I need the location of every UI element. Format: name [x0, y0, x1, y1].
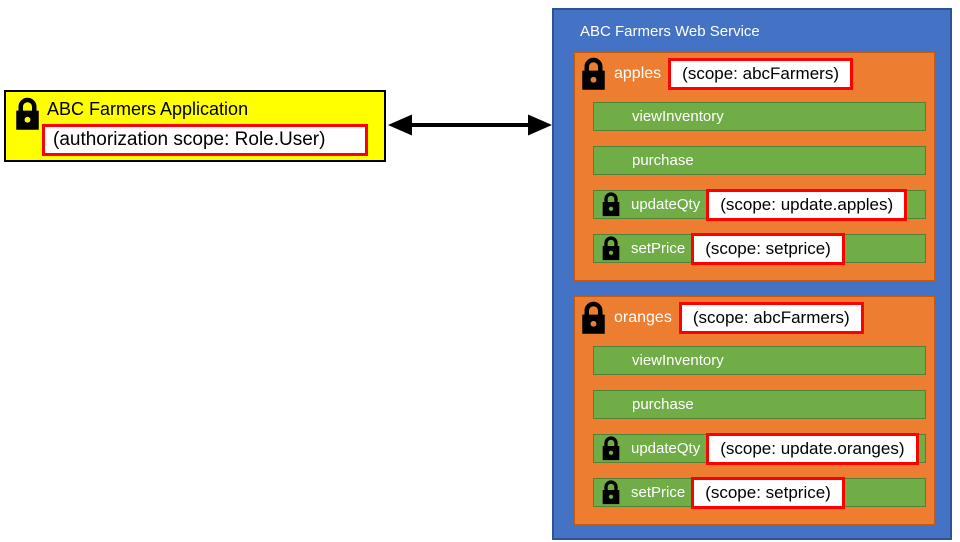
- method-row-setprice: setPrice (scope: setprice): [593, 476, 926, 509]
- method-scope-label: (scope: update.oranges): [720, 438, 905, 458]
- lock-icon: [582, 301, 605, 334]
- method-scope-label: (scope: setprice): [705, 482, 831, 502]
- method-label: viewInventory: [632, 108, 724, 125]
- method-row-updateqty: updateQty (scope: update.apples): [593, 188, 926, 221]
- method-label: updateQty: [631, 196, 701, 213]
- method-scope-label: (scope: update.apples): [720, 194, 894, 214]
- app-title: ABC Farmers Application: [47, 99, 249, 119]
- method-row-viewinventory: viewInventory: [593, 102, 926, 131]
- resource-box-oranges: oranges (scope: abcFarmers) viewInventor…: [574, 296, 935, 525]
- method-row-viewinventory: viewInventory: [593, 346, 926, 375]
- method-scope-badge: (scope: setprice): [691, 476, 845, 509]
- method-label: setPrice: [631, 240, 686, 257]
- method-label: purchase: [632, 396, 694, 413]
- bidirectional-arrow-icon: [388, 114, 552, 136]
- method-row-purchase: purchase: [593, 146, 926, 175]
- lock-icon: [16, 97, 39, 130]
- method-scope-label: (scope: setprice): [705, 238, 831, 258]
- method-row-updateqty: updateQty (scope: update.oranges): [593, 432, 926, 465]
- lock-icon: [582, 57, 605, 90]
- resource-header: oranges (scope: abcFarmers): [580, 301, 864, 335]
- resource-scope-badge: (scope: abcFarmers): [668, 58, 853, 90]
- app-scope-label: (authorization scope: Role.User): [53, 129, 326, 150]
- service-title: ABC Farmers Web Service: [580, 23, 760, 40]
- method-row-setprice: setPrice (scope: setprice): [593, 232, 926, 265]
- method-scope-badge: (scope: setprice): [691, 232, 845, 265]
- method-label: setPrice: [631, 484, 686, 501]
- method-label: viewInventory: [632, 352, 724, 369]
- lock-icon: [602, 236, 620, 261]
- app-box: ABC Farmers Application (authorization s…: [4, 90, 386, 162]
- method-scope-badge: (scope: update.apples): [706, 188, 908, 221]
- method-label: purchase: [632, 152, 694, 169]
- resource-scope-label: (scope: abcFarmers): [692, 308, 850, 327]
- lock-icon: [602, 436, 620, 461]
- method-row-purchase: purchase: [593, 390, 926, 419]
- resource-box-apples: apples (scope: abcFarmers) viewInventory…: [574, 52, 935, 281]
- resource-name: apples: [614, 65, 662, 82]
- method-scope-badge: (scope: update.oranges): [706, 432, 919, 465]
- method-label: updateQty: [631, 440, 701, 457]
- app-header: ABC Farmers Application: [14, 97, 248, 131]
- lock-icon: [602, 480, 620, 505]
- resource-scope-badge: (scope: abcFarmers): [678, 302, 864, 334]
- app-scope-badge: (authorization scope: Role.User): [42, 124, 368, 156]
- lock-icon: [602, 192, 620, 217]
- resource-scope-label: (scope: abcFarmers): [682, 64, 839, 83]
- resource-header: apples (scope: abcFarmers): [580, 57, 853, 91]
- resource-name: oranges: [614, 309, 672, 326]
- service-box: ABC Farmers Web Service apples (scope: a…: [552, 8, 952, 540]
